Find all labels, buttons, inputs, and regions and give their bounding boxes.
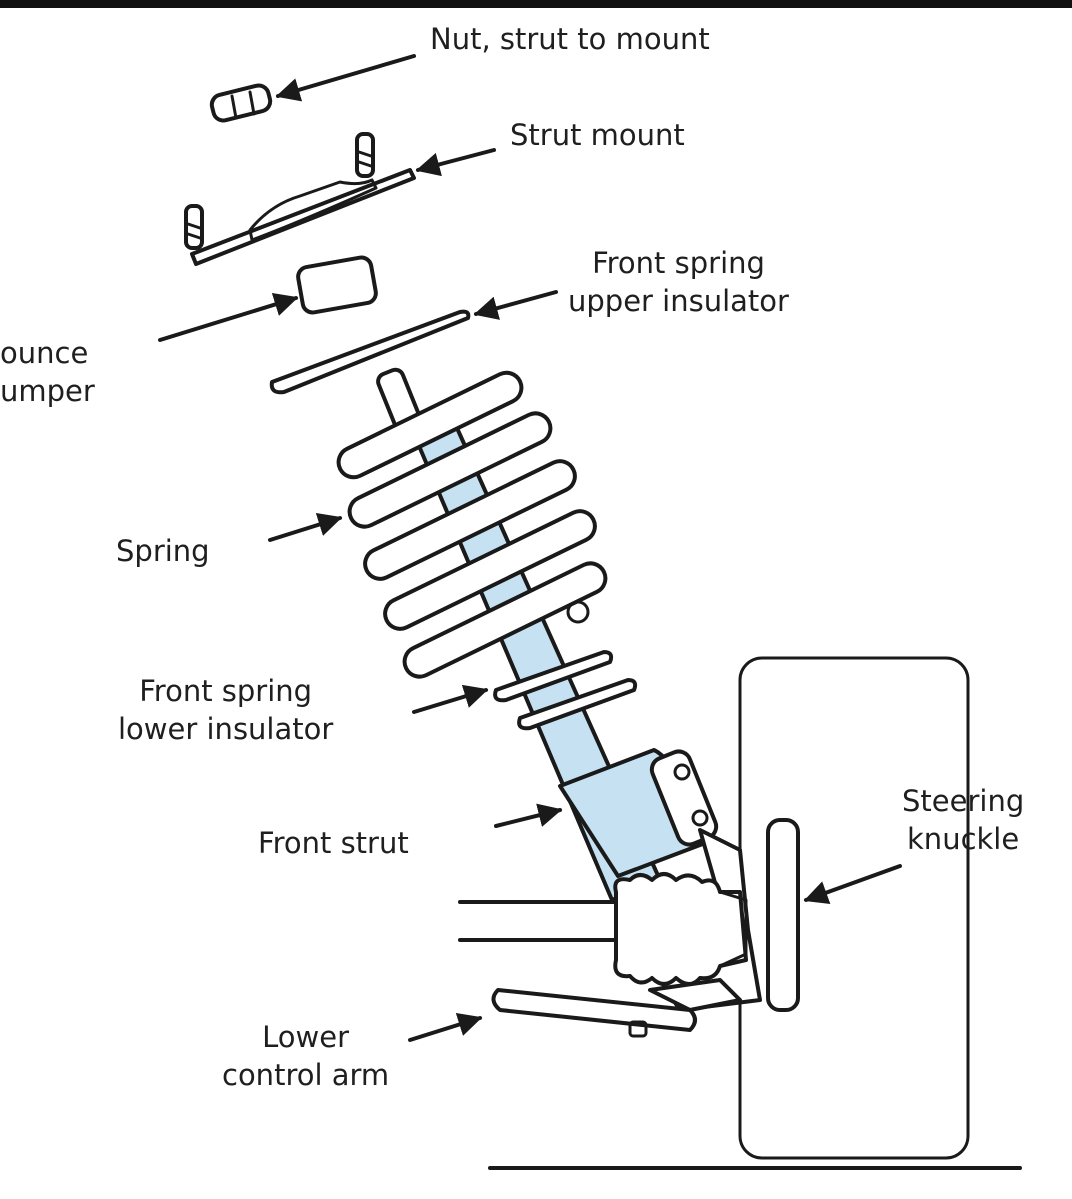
- hub-plate-part: [766, 818, 800, 1012]
- upper-insulator-part: [269, 309, 471, 395]
- label-front-strut: Front strut: [258, 824, 409, 862]
- label-upper-insulator-line1: Front spring: [592, 246, 765, 280]
- label-upper-insulator: Front spring upper insulator: [568, 244, 789, 320]
- label-lower-control-arm-line1: Lower: [262, 1020, 350, 1054]
- strut-mount-part: [184, 132, 416, 266]
- label-bounce-bumper-line1: ounce: [0, 336, 89, 370]
- strut-part: [376, 367, 719, 902]
- coil-spring-part: [336, 370, 608, 679]
- arrow-strut-mount: [415, 148, 496, 177]
- arrow-front-strut: [494, 803, 563, 828]
- lower-insulator-part: [493, 650, 638, 731]
- cv-axle-part: [458, 872, 748, 986]
- label-bounce-bumper-line2: umper: [0, 374, 95, 408]
- arrow-nut: [275, 54, 416, 102]
- label-lower-control-arm: Lower control arm: [222, 1018, 389, 1094]
- label-upper-insulator-line2: upper insulator: [568, 284, 789, 318]
- arrow-spring: [268, 513, 343, 542]
- label-strut-mount-text: Strut mount: [510, 118, 685, 152]
- label-lower-insulator-line2: lower insulator: [118, 712, 334, 746]
- label-nut: Nut, strut to mount: [430, 20, 710, 58]
- label-lower-insulator: Front spring lower insulator: [118, 672, 333, 748]
- label-bounce-bumper: ounce umper: [0, 334, 95, 410]
- arrow-upper-insulator: [473, 290, 558, 320]
- label-nut-text: Nut, strut to mount: [430, 22, 710, 56]
- label-steering-knuckle-line2: knuckle: [907, 822, 1020, 856]
- label-lower-control-arm-line2: control arm: [222, 1058, 390, 1092]
- arrow-steering-knuckle: [803, 864, 902, 904]
- label-spring-text: Spring: [116, 534, 210, 568]
- label-spring: Spring: [116, 532, 210, 570]
- bounce-bumper-part: [296, 255, 378, 315]
- lower-control-arm-part: [491, 978, 742, 1038]
- arrow-bounce-bumper: [158, 292, 299, 342]
- label-lower-insulator-line1: Front spring: [139, 674, 313, 708]
- arrow-lower-insulator: [412, 684, 489, 714]
- arrow-lower-control-arm: [408, 1013, 483, 1042]
- nut-part: [209, 83, 273, 123]
- label-strut-mount: Strut mount: [510, 116, 685, 154]
- label-front-strut-text: Front strut: [258, 826, 409, 860]
- top-border: [0, 0, 1072, 8]
- label-steering-knuckle: Steering knuckle: [902, 782, 1024, 858]
- label-steering-knuckle-line1: Steering: [902, 784, 1025, 818]
